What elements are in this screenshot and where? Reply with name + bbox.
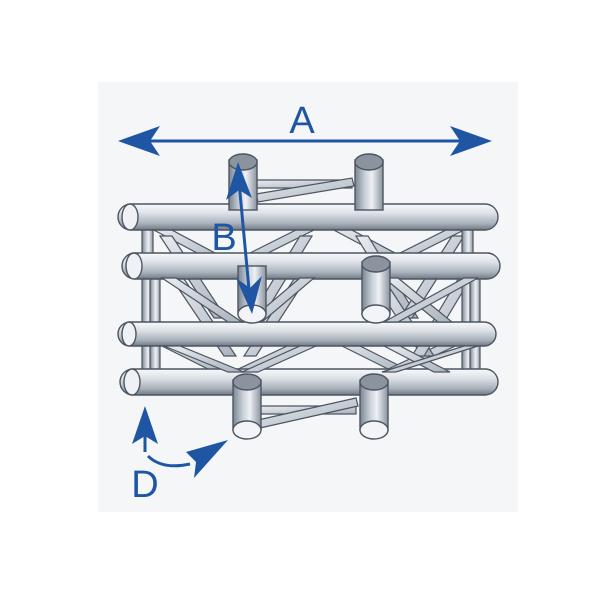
vertical-stubs: [228, 153, 391, 440]
dimension-b-label: B: [211, 217, 236, 259]
dimension-a-label: A: [289, 100, 315, 142]
dimension-d-arrow: [132, 406, 228, 478]
dimension-b-arrow: [226, 162, 262, 314]
dimension-a-arrow: [118, 126, 492, 156]
bottom-rear-chord: [117, 321, 497, 347]
horizontal-chords: [117, 203, 501, 396]
bottom-front-chord: [119, 368, 499, 396]
top-rear-chord: [117, 203, 499, 231]
top-front-chord: [121, 252, 501, 280]
dimension-d-label: D: [131, 464, 158, 506]
